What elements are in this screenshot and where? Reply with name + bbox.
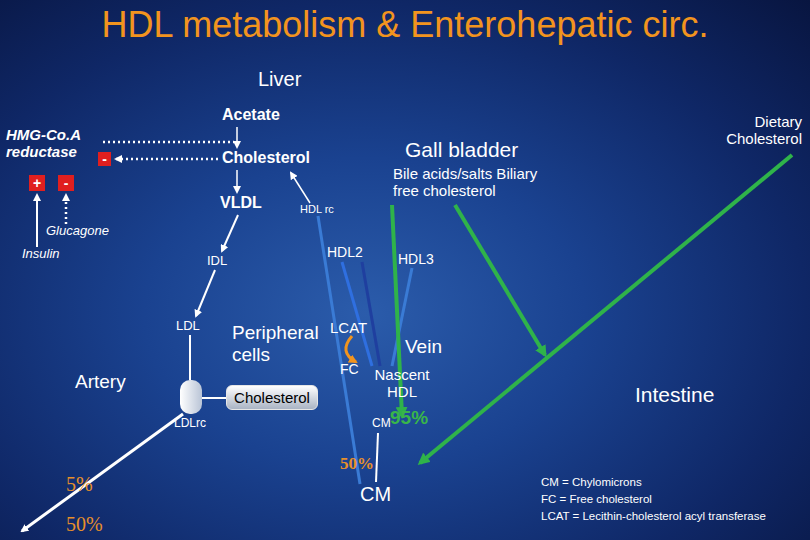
- diagram-label: HMG-Co.A reductase: [6, 126, 101, 161]
- slide-title: HDL metabolism & Enterohepatic circ.: [0, 4, 810, 46]
- cholesterol-box: Cholesterol: [226, 385, 318, 410]
- diagram-label: VLDL: [220, 194, 262, 212]
- regulator-sign: -: [58, 175, 74, 191]
- diagram-label: LDLrc: [174, 417, 206, 431]
- node-text: Cholesterol: [234, 390, 310, 405]
- diagram-label: CM = Chylomicrons: [541, 476, 642, 489]
- diagram-label: Peripheral cells: [232, 322, 332, 366]
- diagram-label: Insulin: [22, 247, 60, 262]
- node-text: +: [33, 176, 41, 190]
- regulator-sign: +: [29, 175, 45, 191]
- diagram-label: Liver: [258, 68, 301, 91]
- diagram-label: HDL rc: [300, 203, 334, 216]
- node-text: -: [102, 152, 107, 166]
- diagram-label: 50%: [340, 454, 374, 474]
- diagram-label: IDL: [207, 254, 227, 269]
- connector-lines: [22, 127, 792, 531]
- diagram-label: LDL: [176, 319, 200, 334]
- diagram-label: Intestine: [635, 383, 714, 407]
- diagram-label: LCAT: [330, 319, 367, 336]
- diagram-label: 5%: [66, 473, 93, 496]
- artery-tube: [180, 380, 202, 414]
- diagram-label: Glucagone: [46, 224, 109, 239]
- diagram-label: Acetate: [222, 106, 280, 124]
- node-text: -: [64, 176, 69, 190]
- diagram-label: Vein: [405, 336, 442, 358]
- diagram-label: 95%: [390, 407, 428, 429]
- diagram-label: Nascent HDL: [366, 366, 438, 401]
- diagram-label: HDL3: [398, 251, 434, 267]
- diagram-label: FC: [340, 361, 359, 377]
- diagram-label: Cholesterol: [222, 149, 310, 167]
- diagram-label: Dietary Cholesterol: [697, 113, 802, 148]
- diagram-label: LCAT = Lecithin-cholesterol acyl transfe…: [541, 510, 766, 523]
- diagram-label: Gall bladder: [405, 138, 518, 162]
- regulator-sign: -: [98, 152, 111, 166]
- diagram-label: CM: [360, 483, 391, 506]
- diagram-label: HDL2: [327, 244, 363, 260]
- diagram-label: CM: [372, 417, 391, 431]
- diagram-label: Bile acids/salts Biliary free cholestero…: [393, 165, 561, 200]
- diagram-label: Artery: [75, 371, 126, 393]
- diagram-label: FC = Free cholesterol: [541, 493, 652, 506]
- diagram-label: 50%: [66, 513, 103, 536]
